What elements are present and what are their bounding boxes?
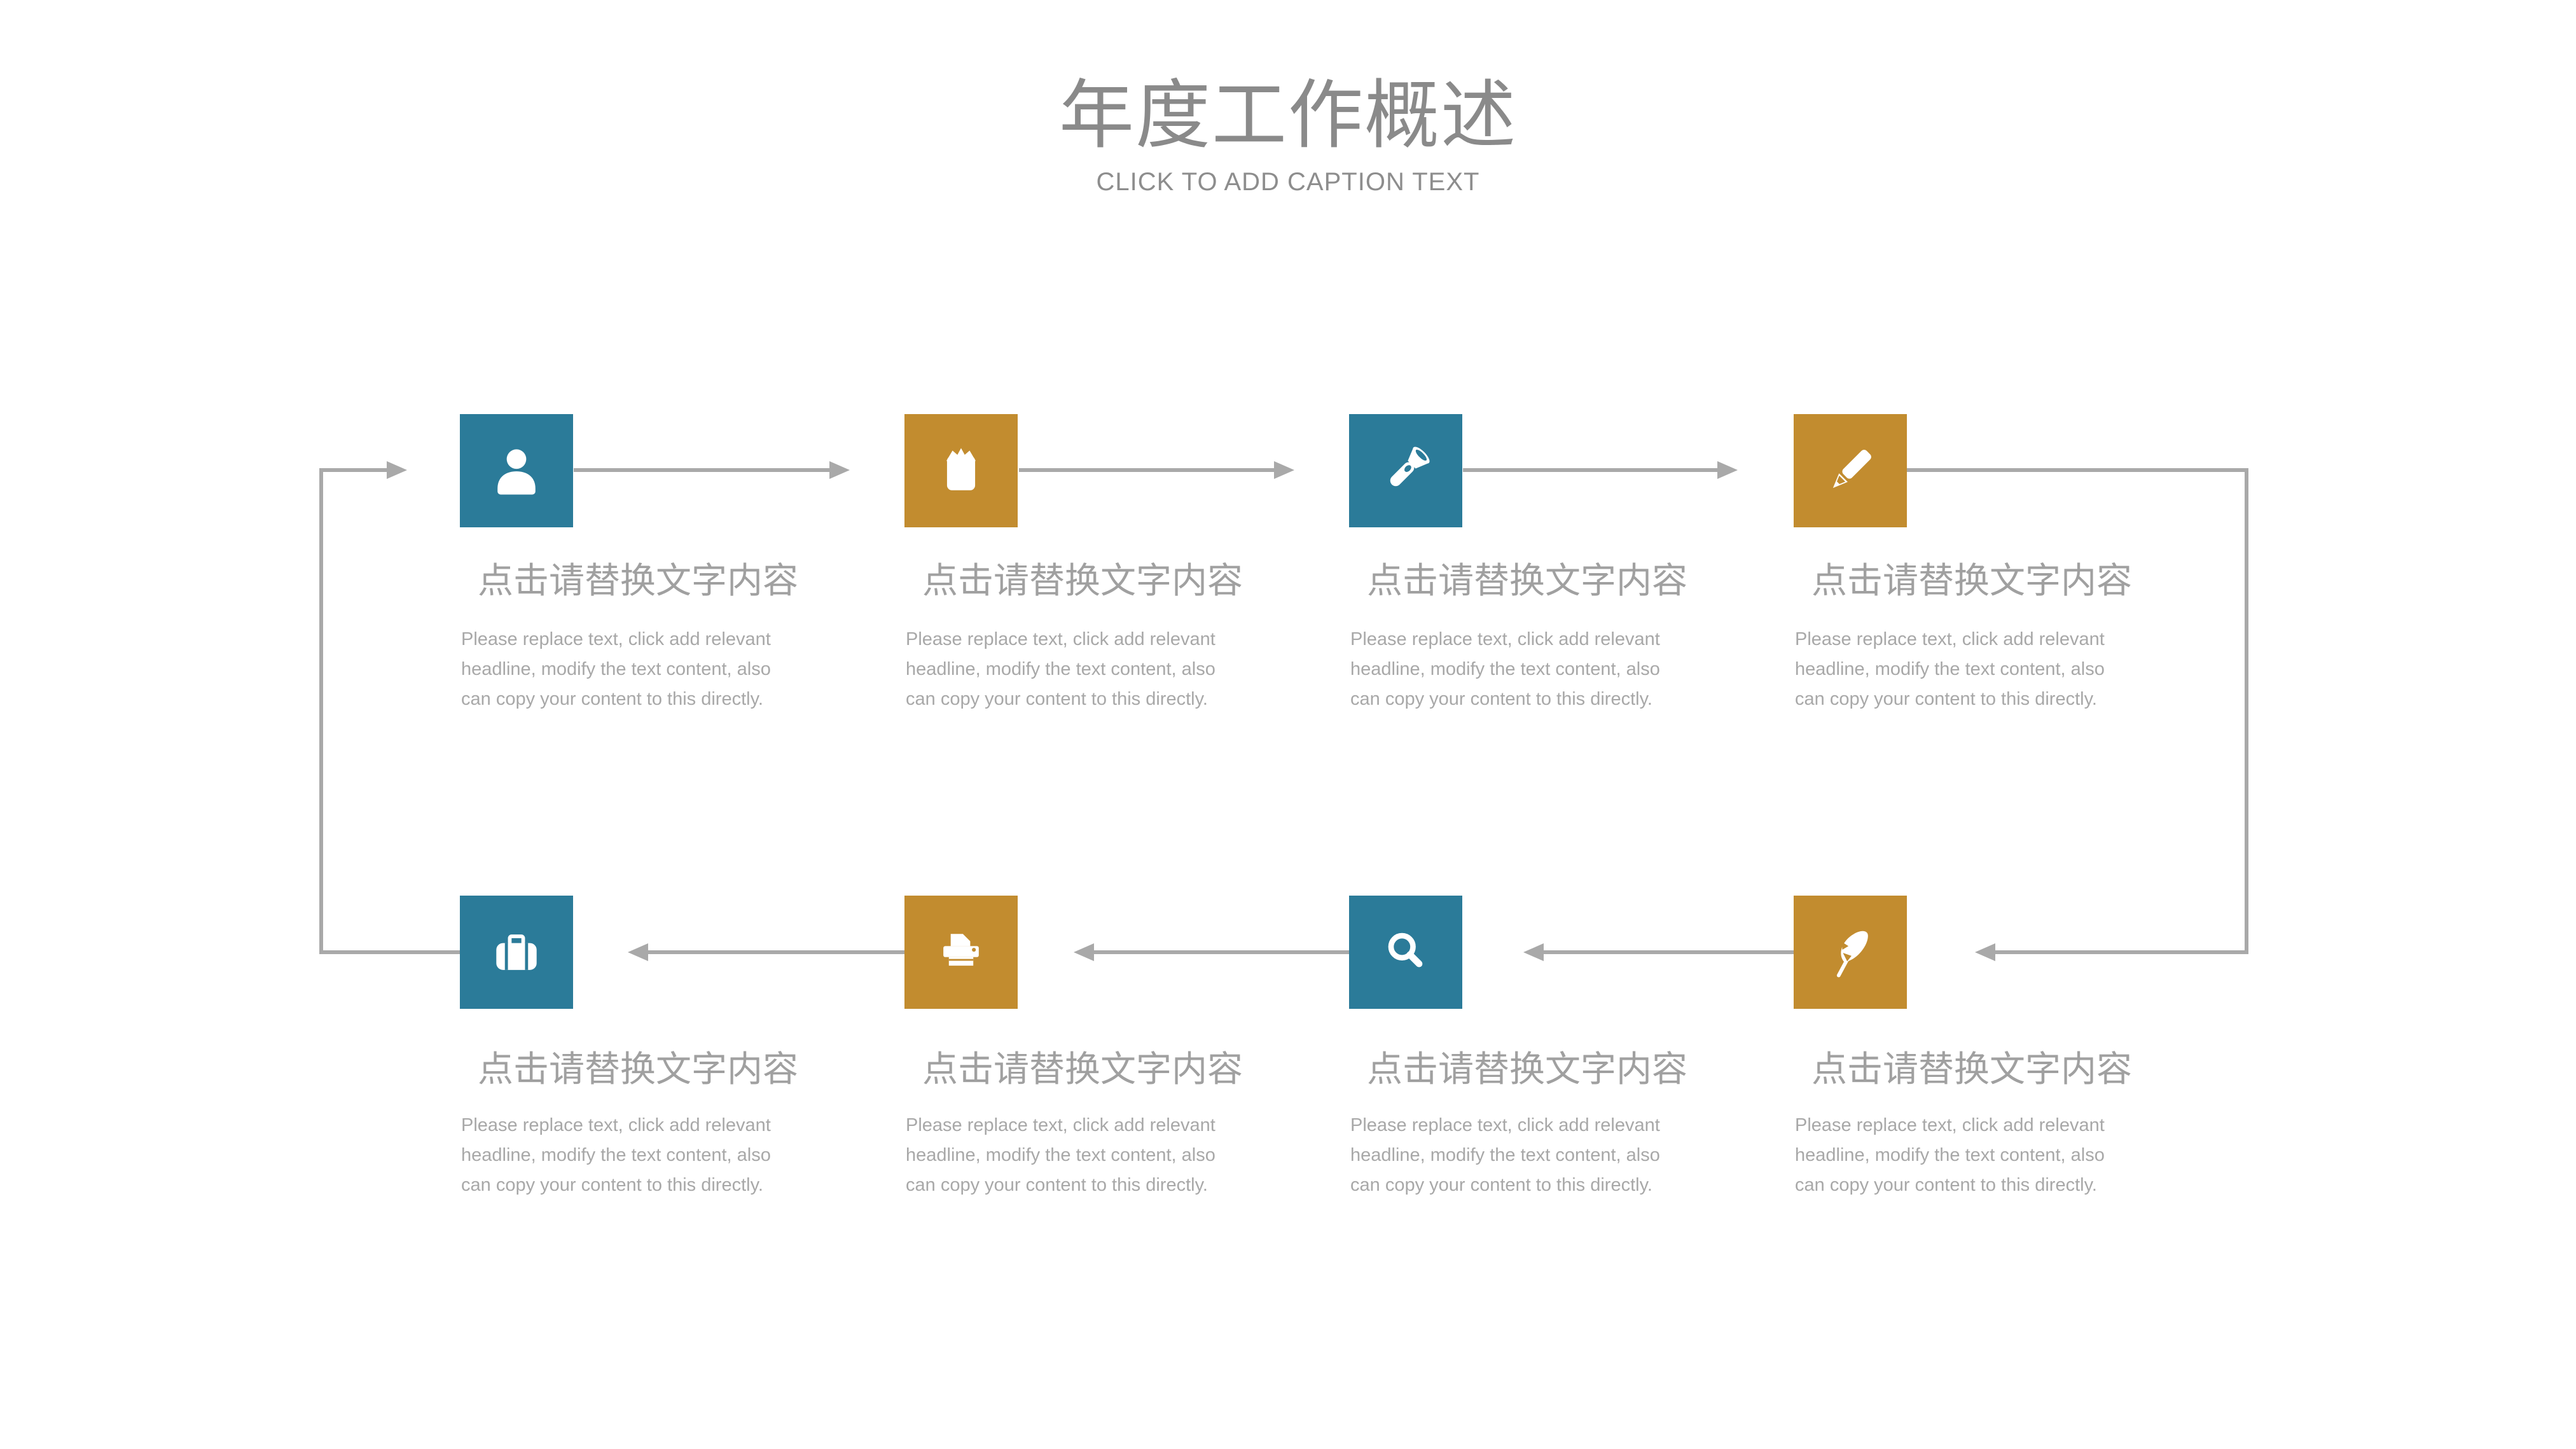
item-heading[interactable]: 点击请替换文字内容 — [478, 1049, 798, 1089]
item-body[interactable]: Please replace text, click add relevant … — [906, 625, 1261, 714]
flow-connector — [1019, 468, 1274, 472]
flow-item: 点击请替换文字内容 Please replace text, click add… — [460, 414, 816, 821]
user-icon — [497, 449, 536, 495]
item-body[interactable]: Please replace text, click add relevant … — [461, 1111, 816, 1200]
item-heading[interactable]: 点击请替换文字内容 — [1811, 1049, 2132, 1089]
item-heading[interactable]: 点击请替换文字内容 — [922, 560, 1243, 600]
body-line: Please replace text, click add relevant — [906, 1115, 1215, 1135]
flow-item: 点击请替换文字内容 Please replace text, click add… — [1349, 414, 1705, 821]
body-line: Please replace text, click add relevant — [1350, 1115, 1660, 1135]
body-line: can copy your content to this directly. — [1795, 689, 2097, 709]
magnifier-icon — [1388, 932, 1423, 967]
body-line: can copy your content to this directly. — [1350, 1175, 1652, 1195]
item-heading[interactable]: 点击请替换文字内容 — [1367, 1049, 1687, 1089]
body-line: headline, modify the text content, also — [1795, 659, 2105, 679]
printer-icon — [943, 934, 979, 966]
page-title[interactable]: 年度工作概述 — [1058, 74, 1517, 158]
briefcase-icon-tile[interactable] — [460, 896, 573, 1009]
pencil-icon-tile[interactable] — [1794, 414, 1907, 527]
body-line: headline, modify the text content, also — [906, 1145, 1215, 1165]
flow-connector — [2245, 468, 2248, 954]
body-line: Please replace text, click add relevant — [461, 1115, 771, 1135]
flow-item: 点击请替换文字内容 Please replace text, click add… — [904, 896, 1261, 1303]
item-heading[interactable]: 点击请替换文字内容 — [1811, 560, 2132, 600]
body-line: headline, modify the text content, also — [1350, 659, 1660, 679]
body-line: can copy your content to this directly. — [461, 689, 763, 709]
arrowhead-left-icon — [1975, 943, 1995, 961]
item-body[interactable]: Please replace text, click add relevant … — [1795, 1111, 2150, 1200]
flow-connector — [574, 468, 829, 472]
body-line: can copy your content to this directly. — [906, 689, 1208, 709]
body-line: headline, modify the text content, also — [461, 659, 771, 679]
arrowhead-right-icon — [1274, 461, 1294, 479]
flow-connector — [1463, 468, 1717, 472]
item-body[interactable]: Please replace text, click add relevant … — [461, 625, 816, 714]
user-icon-tile[interactable] — [460, 414, 573, 527]
flow-connector — [1995, 950, 2247, 954]
item-body[interactable]: Please replace text, click add relevant … — [1795, 625, 2150, 714]
arrowhead-left-icon — [628, 943, 648, 961]
arrowhead-left-icon — [1523, 943, 1544, 961]
flow-connector — [1907, 468, 2248, 472]
flow-item: 点击请替换文字内容 Please replace text, click add… — [1794, 414, 2150, 821]
body-line: Please replace text, click add relevant — [1795, 629, 2105, 649]
flow-item: 点击请替换文字内容 Please replace text, click add… — [1794, 896, 2150, 1303]
feather-icon-tile[interactable] — [1794, 896, 1907, 1009]
body-line: Please replace text, click add relevant — [461, 629, 771, 649]
flow-item: 点击请替换文字内容 Please replace text, click add… — [460, 896, 816, 1303]
page-subtitle[interactable]: CLICK TO ADD CAPTION TEXT — [1096, 168, 1480, 196]
body-line: can copy your content to this directly. — [461, 1175, 763, 1195]
arrowhead-right-icon — [387, 461, 407, 479]
body-line: can copy your content to this directly. — [906, 1175, 1208, 1195]
feather-icon — [1836, 931, 1868, 978]
body-line: Please replace text, click add relevant — [1795, 1115, 2105, 1135]
printer-icon-tile[interactable] — [904, 896, 1018, 1009]
body-line: Please replace text, click add relevant — [1350, 629, 1660, 649]
flow-connector — [319, 468, 323, 954]
arrowhead-left-icon — [1074, 943, 1094, 961]
flow-connector — [1544, 950, 1794, 954]
body-line: can copy your content to this directly. — [1350, 689, 1652, 709]
flow-item: 点击请替换文字内容 Please replace text, click add… — [1349, 896, 1705, 1303]
flashlight-icon-tile[interactable] — [1349, 414, 1462, 527]
flashlight-icon — [1390, 447, 1430, 487]
item-body[interactable]: Please replace text, click add relevant … — [1350, 1111, 1705, 1200]
flow-connector — [648, 950, 904, 954]
flow-connector — [319, 468, 387, 472]
pencil-icon — [1832, 450, 1871, 489]
flow-item: 点击请替换文字内容 Please replace text, click add… — [904, 414, 1261, 821]
body-line: headline, modify the text content, also — [906, 659, 1215, 679]
flow-connector — [1094, 950, 1349, 954]
item-heading[interactable]: 点击请替换文字内容 — [1367, 560, 1687, 600]
body-line: Please replace text, click add relevant — [906, 629, 1215, 649]
clipboard-icon — [946, 448, 976, 490]
briefcase-icon — [496, 934, 537, 970]
body-line: can copy your content to this directly. — [1795, 1175, 2097, 1195]
magnifier-icon-tile[interactable] — [1349, 896, 1462, 1009]
item-body[interactable]: Please replace text, click add relevant … — [906, 1111, 1261, 1200]
arrowhead-right-icon — [1717, 461, 1738, 479]
arrowhead-right-icon — [829, 461, 850, 479]
body-line: headline, modify the text content, also — [1350, 1145, 1660, 1165]
item-heading[interactable]: 点击请替换文字内容 — [922, 1049, 1243, 1089]
item-heading[interactable]: 点击请替换文字内容 — [478, 560, 798, 600]
flow-connector — [319, 950, 460, 954]
item-body[interactable]: Please replace text, click add relevant … — [1350, 625, 1705, 714]
body-line: headline, modify the text content, also — [461, 1145, 771, 1165]
clipboard-icon-tile[interactable] — [904, 414, 1018, 527]
body-line: headline, modify the text content, also — [1795, 1145, 2105, 1165]
